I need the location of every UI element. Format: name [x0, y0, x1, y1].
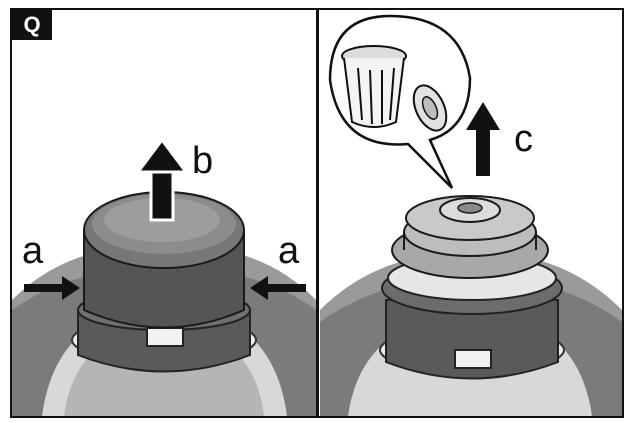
- label-c: c: [514, 118, 533, 160]
- arrow-icon: [135, 137, 189, 222]
- spool-drawing: [320, 14, 622, 416]
- step-badge: Q: [12, 10, 52, 40]
- arrow-icon: [466, 102, 500, 176]
- panel-left-cap-removal: a a b: [12, 10, 316, 416]
- panel-right-spool-removal: c: [320, 10, 622, 416]
- label-a-left: a: [22, 230, 44, 272]
- arrow-icon: [250, 276, 306, 300]
- cap-drawing: [12, 137, 316, 416]
- trash-callout: [328, 14, 472, 189]
- arrow-icon: [24, 276, 80, 300]
- label-b: b: [192, 140, 214, 182]
- label-a-right: a: [278, 230, 300, 272]
- panel-divider: [316, 8, 319, 418]
- trash-bin-icon: [341, 45, 448, 132]
